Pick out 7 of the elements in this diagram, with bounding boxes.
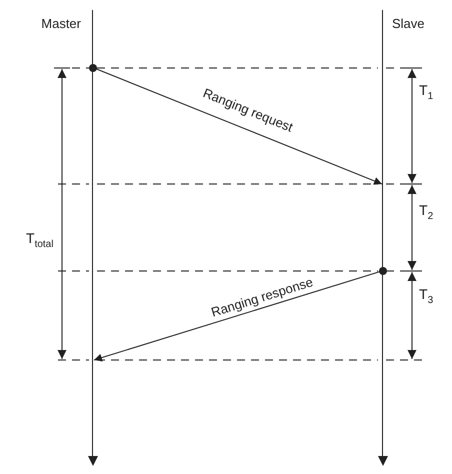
time-label: T$_{total}$: [26, 230, 54, 250]
edge-label: Ranging response: [208, 274, 316, 320]
time-label: T$_{2}$: [419, 202, 434, 222]
lifeline-label: Master: [41, 16, 81, 31]
time-label: T$_{1}$: [419, 82, 434, 102]
lifeline-label: Slave: [392, 16, 425, 31]
time-label: T$_{3}$: [419, 286, 434, 306]
